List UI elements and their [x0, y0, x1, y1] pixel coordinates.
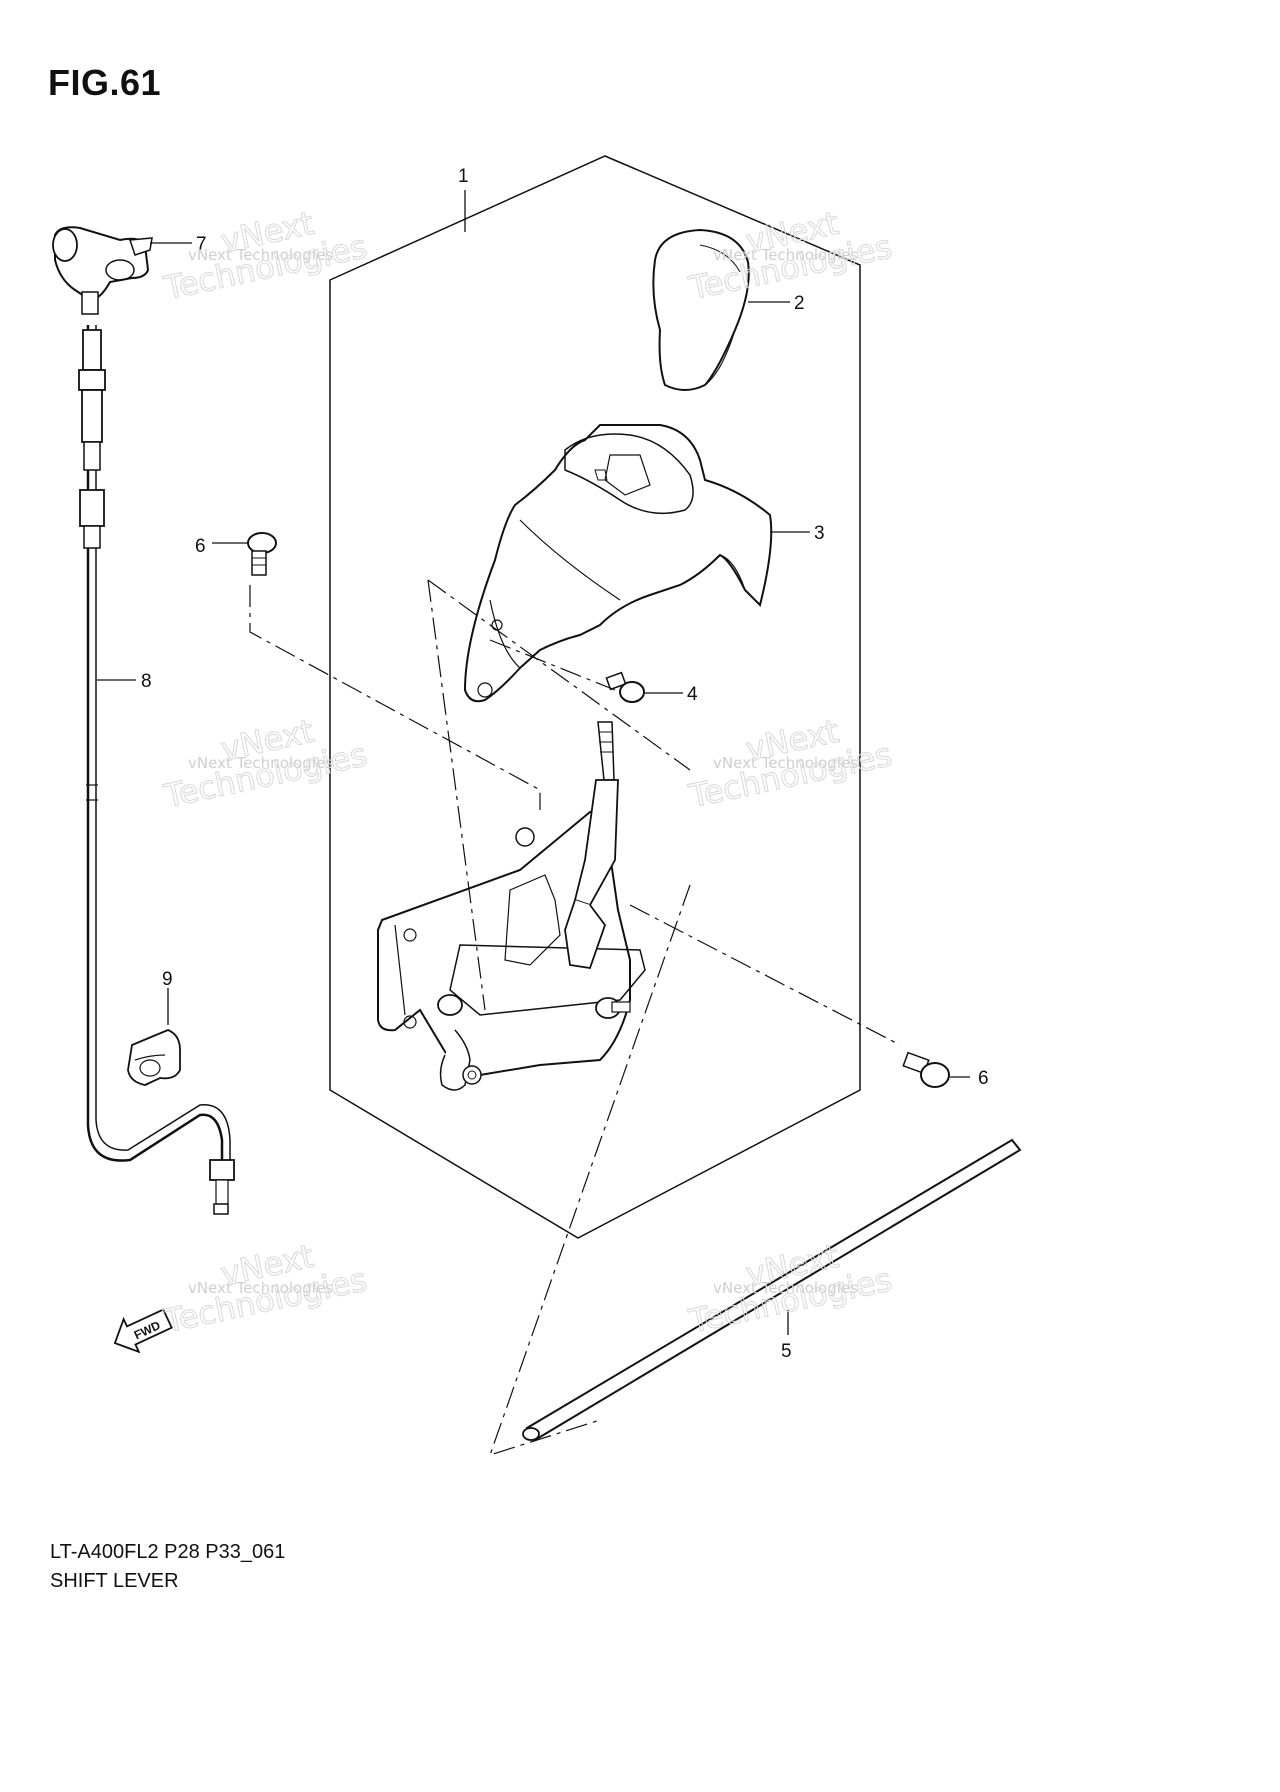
watermark-top-left: vNext Technologies Technologies vNext [160, 203, 371, 308]
watermark-bottom-right: vNext Technologies Technologies vNext [685, 1236, 896, 1341]
shift-lever-bracket [377, 810, 646, 1091]
figure-name: SHIFT LEVER [50, 1570, 179, 1592]
figure-caption: LT-A400FL2 P28 P33_061 SHIFT LEVER [50, 1538, 285, 1596]
callout-2: 2 [794, 293, 805, 314]
svg-text:vNext Technologies: vNext Technologies [188, 246, 333, 264]
bolt-4-part[interactable] [605, 671, 645, 703]
callout-6-lower: 6 [978, 1068, 989, 1089]
model-code: LT-A400FL2 P28 P33_061 [50, 1541, 286, 1563]
shift-cable-part[interactable] [78, 325, 235, 1215]
clamp-part[interactable] [127, 1029, 181, 1086]
callout-6-upper: 6 [195, 536, 206, 557]
bolt-6-lower-part[interactable] [902, 1051, 950, 1088]
callout-9: 9 [162, 969, 173, 990]
callout-3: 3 [814, 523, 825, 544]
shift-cover-part[interactable] [463, 424, 773, 703]
leader-lines [249, 579, 901, 1456]
callout-4: 4 [687, 684, 698, 705]
callout-leaders [97, 190, 970, 1335]
svg-text:vNext Technologies: vNext Technologies [713, 1279, 858, 1297]
figure-title: FIG.61 [48, 62, 162, 103]
shift-knob-part[interactable] [652, 228, 750, 391]
watermark-bottom-left: vNext Technologies Technologies vNext [160, 1236, 371, 1341]
svg-text:vNext Technologies: vNext Technologies [188, 1279, 333, 1297]
watermark-mid-right: vNext Technologies Technologies vNext [685, 711, 896, 816]
callout-8: 8 [141, 671, 152, 692]
bolt-6-upper-part[interactable] [247, 532, 277, 576]
watermark-mid-left: vNext Technologies Technologies vNext [160, 711, 371, 816]
callout-7: 7 [196, 234, 207, 255]
callout-5: 5 [781, 1341, 792, 1362]
cable-holder-part[interactable] [52, 226, 153, 315]
callout-1: 1 [458, 166, 469, 187]
svg-text:vNext Technologies: vNext Technologies [713, 754, 858, 772]
svg-text:vNext Technologies: vNext Technologies [188, 754, 333, 772]
shift-lever-shaft [564, 721, 619, 970]
svg-text:vNext Technologies: vNext Technologies [713, 246, 858, 264]
rod-part[interactable] [522, 1138, 1022, 1442]
assembly-outline [329, 155, 861, 1239]
watermark-top-right: vNext Technologies Technologies vNext [685, 203, 896, 308]
